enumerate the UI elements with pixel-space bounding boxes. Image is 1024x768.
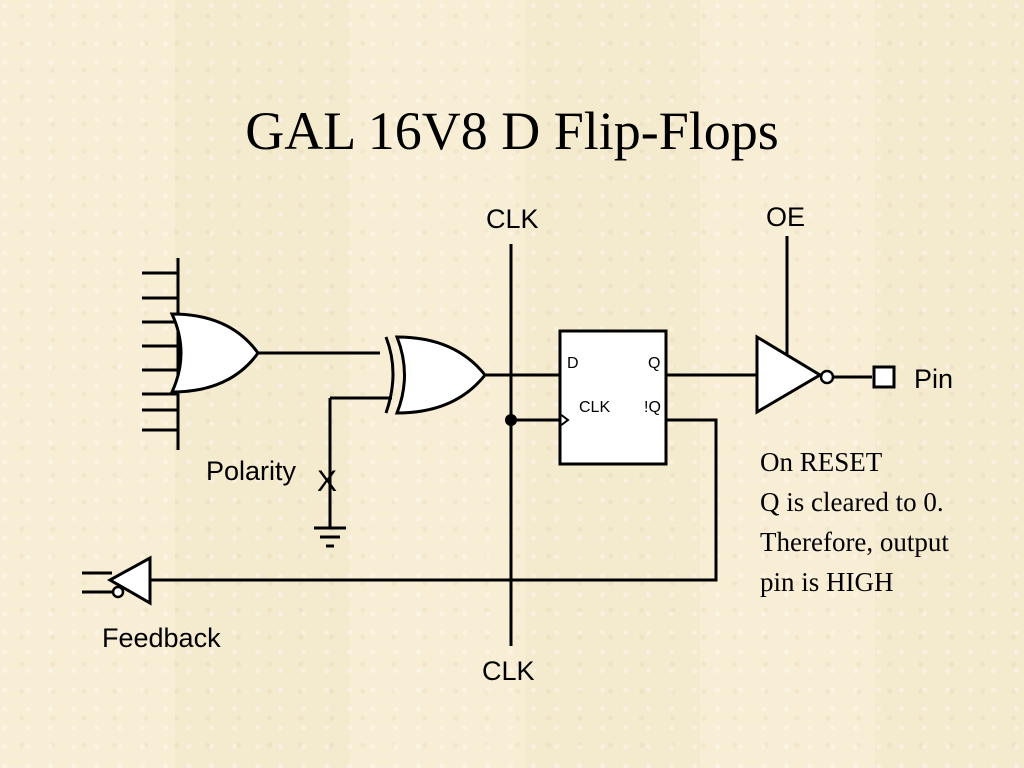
product-term-inputs <box>142 258 180 450</box>
or-gate <box>169 312 260 394</box>
note-line: pin is HIGH <box>760 567 894 597</box>
clk-top-label: CLK <box>486 204 539 234</box>
slide-title: GAL 16V8 D Flip-Flops <box>245 101 779 161</box>
d-flip-flop <box>558 329 668 466</box>
note-line: Q is cleared to 0. <box>760 487 944 517</box>
pin-label: Pin <box>914 364 953 394</box>
ff-qbar-label: !Q <box>644 399 661 416</box>
polarity-line <box>328 396 392 528</box>
polarity-fuse-mark: X <box>317 465 337 498</box>
clock-edge-marker <box>559 413 570 427</box>
feedback-label: Feedback <box>102 623 221 653</box>
ground-symbol <box>314 526 346 548</box>
ff-q-label: Q <box>648 355 660 372</box>
polarity-label: Polarity <box>206 456 297 486</box>
note-line: On RESET <box>760 447 883 477</box>
feedback-buffer <box>82 555 152 606</box>
xor-gate <box>384 335 487 415</box>
reset-note: On RESET Q is cleared to 0. Therefore, o… <box>760 442 949 602</box>
clk-bottom-label: CLK <box>482 656 535 686</box>
ff-d-label: D <box>567 355 579 372</box>
clk-junction-dot <box>505 414 517 426</box>
note-line: Therefore, output <box>760 527 949 557</box>
oe-label: OE <box>766 202 805 232</box>
output-bubble <box>819 369 835 385</box>
output-buffer <box>755 334 823 415</box>
ff-clk-label: CLK <box>579 399 610 416</box>
pin-square <box>872 365 896 389</box>
feedback-path <box>150 418 718 582</box>
